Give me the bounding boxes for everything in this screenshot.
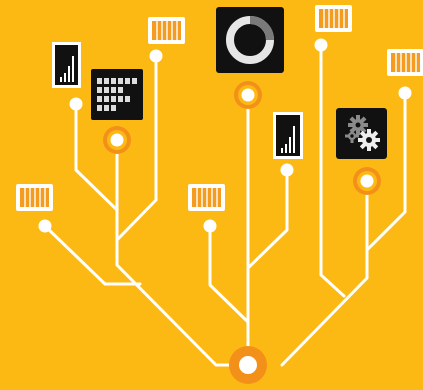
bar-chart-icon: [52, 42, 81, 88]
node-dot: [69, 97, 83, 111]
bar-chart-icon: [273, 112, 303, 159]
branch-line-center-left: [208, 224, 250, 324]
branch-line-left-upper: [74, 102, 119, 212]
branch-line-upper-right: [115, 54, 158, 242]
battery-icon: [148, 17, 185, 44]
ring-node: [234, 81, 262, 109]
node-dot: [314, 38, 328, 52]
ring-node: [103, 126, 131, 154]
branch-line-center-right: [246, 168, 289, 270]
battery-icon: [387, 49, 423, 76]
root-node: [229, 346, 267, 384]
battery-icon: [16, 184, 53, 211]
branch-line-left-lower: [43, 224, 142, 286]
ring-node: [353, 167, 381, 195]
grid-matrix-icon: [91, 69, 143, 120]
node-dot: [398, 86, 412, 100]
branch-line-right-trunk: [280, 179, 369, 367]
gears-icon: [336, 108, 387, 159]
battery-icon: [188, 184, 225, 211]
node-dot: [280, 163, 294, 177]
node-dot: [149, 49, 163, 63]
branch-line-right-high: [319, 43, 346, 298]
branch-line-right-far: [365, 91, 407, 252]
battery-icon: [315, 5, 352, 32]
dot-nodes: [38, 38, 412, 233]
donut-chart-icon: [216, 7, 284, 73]
node-dot: [38, 219, 52, 233]
node-dot: [203, 219, 217, 233]
